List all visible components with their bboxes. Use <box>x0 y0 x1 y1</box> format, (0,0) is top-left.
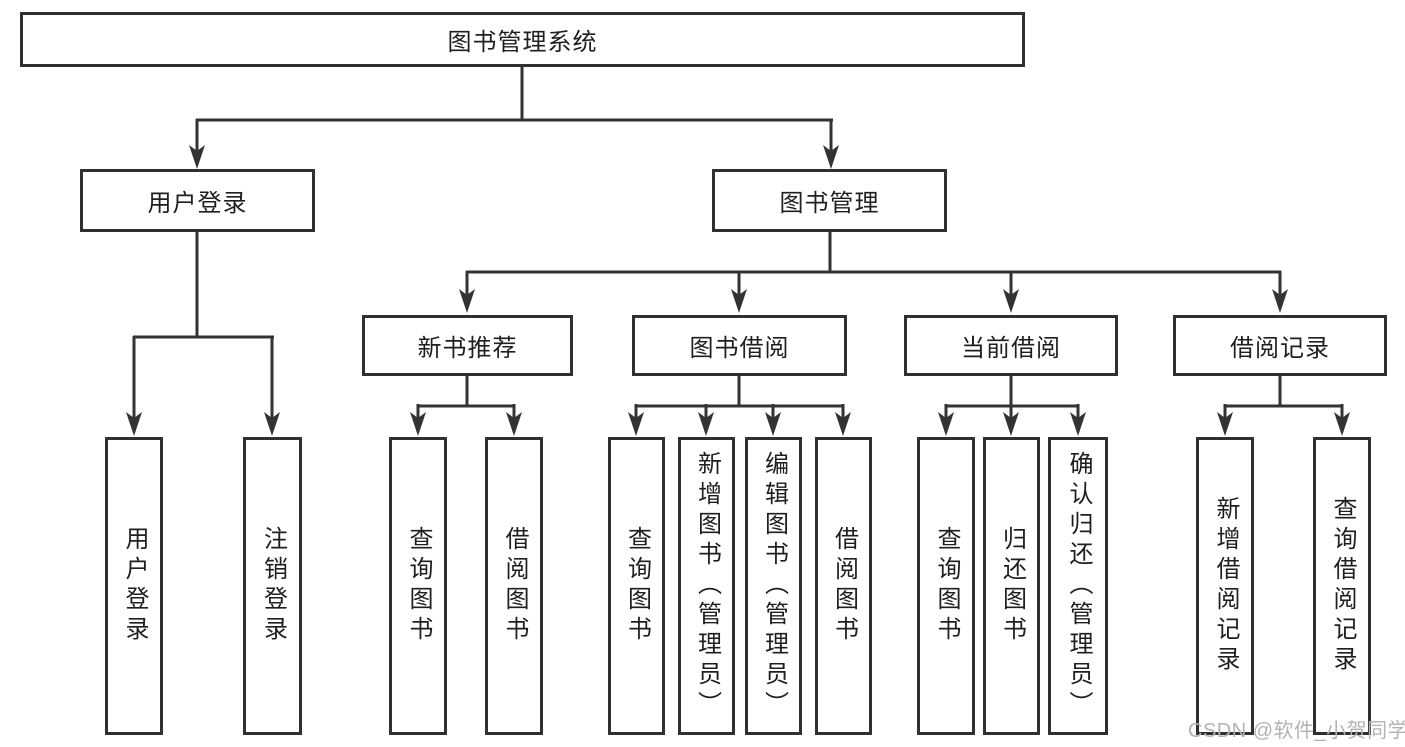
leaf-return-books: 归还图书 <box>983 437 1040 735</box>
node-label: 新增图书（管理员） <box>693 451 721 721</box>
leaf-confirm-return-admin: 确认归还（管理员） <box>1048 437 1108 735</box>
node-label: 用户登录 <box>147 190 248 217</box>
node-label: 图书管理 <box>779 190 880 217</box>
leaf-borrow-books-recommendation: 借阅图书 <box>485 437 543 735</box>
leaf-add-borrow-record: 新增借阅记录 <box>1196 437 1254 735</box>
node-label: 图书借阅 <box>689 335 790 362</box>
node-new-book-recommendation: 新书推荐 <box>362 315 573 376</box>
node-label: 确认归还（管理员） <box>1065 451 1092 721</box>
node-user-login: 用户登录 <box>80 169 315 232</box>
connector-borrowing-records-to-children <box>1217 376 1350 436</box>
node-label: 新书推荐 <box>417 335 518 362</box>
node-label: 用户登录 <box>121 526 148 646</box>
connector-new-book-recommendation-to-children <box>410 376 522 436</box>
node-book-management: 图书管理 <box>712 169 947 232</box>
node-label: 新增借阅记录 <box>1212 496 1239 676</box>
node-book-borrowing: 图书借阅 <box>632 315 847 376</box>
node-label: 借阅记录 <box>1230 335 1330 362</box>
node-label: 查询图书 <box>933 526 960 646</box>
node-library-management-system: 图书管理系统 <box>20 12 1025 67</box>
leaf-query-books-borrowing: 查询图书 <box>608 437 665 735</box>
leaf-borrow-books-borrowing: 借阅图书 <box>815 437 872 735</box>
node-label: 查询借阅记录 <box>1329 496 1356 676</box>
node-label: 查询图书 <box>405 526 432 646</box>
node-label: 编辑图书（管理员） <box>760 451 788 721</box>
leaf-edit-book-admin: 编辑图书（管理员） <box>745 437 802 735</box>
leaf-query-books-recommendation: 查询图书 <box>389 437 447 735</box>
node-label: 图书管理系统 <box>447 29 598 56</box>
node-borrowing-records: 借阅记录 <box>1173 315 1387 376</box>
node-label: 借阅图书 <box>830 526 858 646</box>
connector-book-borrowing-to-children <box>628 376 851 436</box>
leaf-add-book-admin: 新增图书（管理员） <box>678 437 735 735</box>
connector-book-management-to-level3 <box>459 232 1288 313</box>
leaf-query-borrow-record: 查询借阅记录 <box>1313 437 1371 735</box>
connector-user-login-to-children <box>126 232 280 436</box>
node-label: 查询图书 <box>623 526 651 646</box>
node-label: 归还图书 <box>998 526 1026 646</box>
csdn-watermark: CSDN @软件_小贺同学 <box>1188 720 1405 742</box>
connector-root-to-level2 <box>189 67 839 169</box>
node-label: 注销登录 <box>259 526 287 646</box>
node-label: 借阅图书 <box>501 526 528 646</box>
leaf-user-login: 用户登录 <box>105 437 163 735</box>
leaf-logout: 注销登录 <box>243 437 302 735</box>
leaf-query-books-current: 查询图书 <box>917 437 975 735</box>
connector-current-borrowing-to-children <box>938 376 1086 436</box>
node-current-borrowing: 当前借阅 <box>904 315 1118 376</box>
node-label: 当前借阅 <box>961 335 1061 362</box>
